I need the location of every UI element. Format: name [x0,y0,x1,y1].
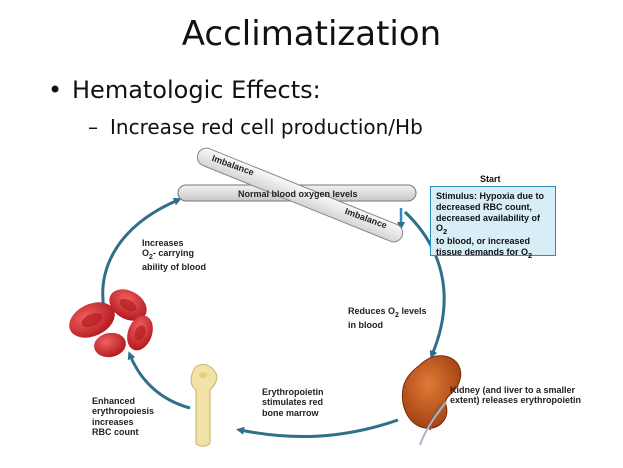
enhanced-erythropoiesis-label: Enhanced erythropoiesis increases RBC co… [92,396,155,438]
kidney-label: Kidney (and liver to a smaller extent) r… [450,385,582,406]
normal-levels-label: Normal blood oxygen levels [238,189,358,199]
increases-o2-label: Increases O2- carrying ability of blood [142,238,206,273]
bone-marrow-icon [190,364,218,447]
rbc-icon [69,289,153,358]
bullet-text: Hematologic Effects: [72,76,321,104]
reduces-o2-label: Reduces O2 levels in blood [348,306,427,330]
imbalance-seesaw [196,147,404,243]
stimulus-line-3: decreased availability of O2 [436,212,541,237]
bullet-hematologic: • Hematologic Effects: [48,76,321,104]
bullet-dot: • [48,76,63,104]
slide-title: Acclimatization [181,14,442,54]
stimulus-line-5: tissue demands for O2 [436,246,533,260]
stimulus-line-2: decreased RBC count, [436,201,533,212]
arrow-bone-to-rbc [127,351,191,410]
subbullet-increase: –Increase red cell production/Hb [88,115,423,139]
stimulus-box: Stimulus: Hypoxia due to decreased RBC c… [430,186,556,260]
arrow-bottom-left [236,418,399,439]
subbullet-dash: – [88,115,98,139]
subbullet-text: Increase red cell production/Hb [110,115,423,139]
stimulus-line-1: Stimulus: Hypoxia due to [436,191,545,201]
start-label: Start [480,174,501,184]
kidney-icon [401,355,462,446]
erythropoietin-label: Erythropoietin stimulates red bone marro… [262,387,324,418]
arrow-right-down [403,210,446,359]
stimulus-line-4: to blood, or increased [436,236,531,247]
